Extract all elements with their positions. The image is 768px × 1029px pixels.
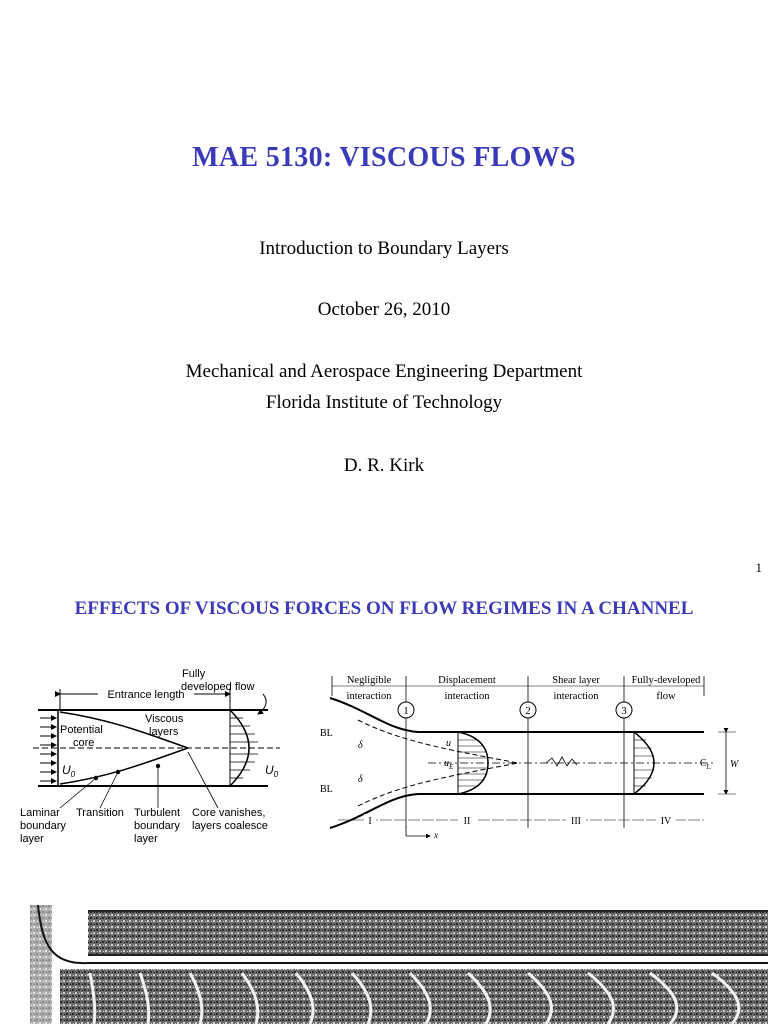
roman-3: III (571, 816, 581, 827)
station-2: 2 (525, 705, 531, 717)
delta-bottom-label: δ (358, 774, 363, 785)
roman-4: IV (661, 816, 672, 827)
station-1: 1 (403, 705, 409, 717)
date: October 26, 2010 (317, 299, 451, 320)
turbulent-label-1: Turbulent (134, 807, 180, 819)
transition-label: Transition (76, 807, 124, 819)
viscous-label-1: Viscous (145, 713, 184, 725)
core-vanishes-label-2: layers coalesce (192, 820, 268, 832)
institute: Florida Institute of Technology (265, 392, 503, 413)
region-3-line2: interaction (554, 691, 600, 702)
entrance-length-label: Entrance length (107, 689, 184, 701)
potential-label-2: core (73, 737, 94, 749)
region-1-line1: Negligible (347, 675, 392, 686)
u0-right-label: U0 (265, 763, 279, 779)
station-3: 3 (621, 705, 627, 717)
flow-regimes-diagram: Negligible interaction Displacement inte… (318, 668, 754, 840)
bl-bottom-label: BL (320, 784, 333, 795)
laminar-label-2: boundary (20, 820, 66, 832)
laminar-label-1: Laminar (20, 807, 60, 819)
turbulent-label-2: boundary (134, 820, 180, 832)
fully-developed-label-2: developed flow (181, 681, 254, 693)
department: Mechanical and Aerospace Engineering Dep… (185, 361, 583, 382)
u-label: u (446, 738, 451, 749)
region-1-line2: interaction (347, 691, 393, 702)
slide2-heading: EFFECTS OF VISCOUS FORCES ON FLOW REGIME… (74, 598, 694, 619)
width-label: W (730, 759, 740, 770)
region-4-line1: Fully-developed (632, 675, 702, 686)
flow-visualization-photo (30, 904, 768, 1025)
core-vanishes-label-1: Core vanishes, (192, 807, 265, 819)
roman-1: I (368, 816, 371, 827)
page-number: 1 (755, 560, 763, 575)
laminar-label-3: layer (20, 833, 44, 845)
region-4-line2: flow (656, 691, 676, 702)
x-axis-label: x (433, 830, 438, 838)
turbulent-label-3: layer (134, 833, 158, 845)
region-2-line1: Displacement (438, 675, 496, 686)
slide-title: MAE 5130: VISCOUS FLOWS (192, 142, 576, 173)
bl-top-label: BL (320, 728, 333, 739)
region-2-line2: interaction (445, 691, 491, 702)
ue-label: uE (444, 758, 454, 771)
region-3-line1: Shear layer (552, 675, 600, 686)
delta-top-label: δ (358, 740, 363, 751)
fully-developed-label-1: Fully (182, 668, 206, 680)
roman-2: II (464, 816, 471, 827)
viscous-label-2: layers (149, 726, 179, 738)
potential-label-1: Potential (60, 724, 103, 736)
subtitle: Introduction to Boundary Layers (259, 238, 509, 259)
centerline-label: CL (700, 758, 711, 771)
entrance-flow-diagram: Entrance length Fully developed flow Pot… (18, 662, 288, 852)
u0-left-label: U0 (62, 763, 76, 779)
author: D. R. Kirk (343, 455, 425, 476)
